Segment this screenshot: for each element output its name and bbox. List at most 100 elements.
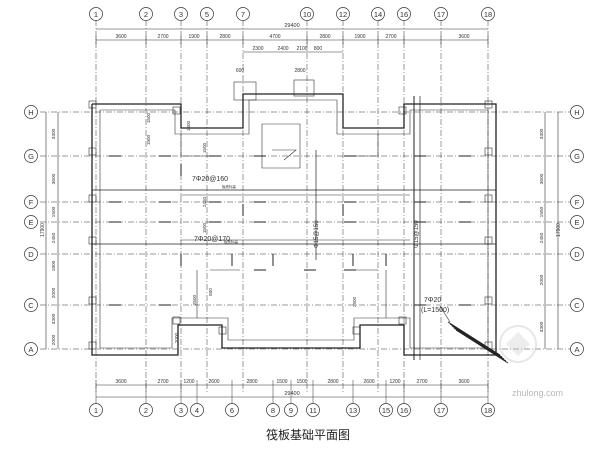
dimension-misc-value: 2450 [202, 196, 207, 207]
rebar-note-170: 7Φ20@170 [194, 236, 230, 243]
grid-bubble-top: 7 [241, 10, 245, 19]
dimension-bottom-value: 3600 [115, 379, 126, 385]
grid-bubble-right-circle [570, 195, 584, 209]
grid-bubble-bottom: 6 [230, 406, 234, 415]
grid-bubble-left: H [28, 108, 33, 117]
vertical-note-2: Φ15@150 [414, 220, 420, 248]
column-block [172, 106, 181, 115]
diagonal-rebar [449, 323, 503, 358]
grid-bubble-bottom-circle [174, 403, 188, 417]
dimension-left-value: 3300 [51, 128, 57, 139]
dimension-right-value: 1550 [539, 206, 545, 217]
dimension-top-value: 2700 [385, 34, 396, 40]
grid-bubble-top: 14 [374, 10, 382, 19]
grid-bubble-top: 10 [303, 10, 311, 19]
grid-bubble-bottom: 2 [144, 406, 148, 415]
grid-bubble-right: C [574, 301, 580, 310]
grid-bubble-bottom: 17 [437, 406, 445, 415]
dimension-left-value: 3600 [51, 173, 57, 184]
grid-bubble-left-circle [24, 215, 38, 229]
grid-bubble-left-circle [24, 195, 38, 209]
grid-bubble-bottom: 16 [400, 406, 408, 415]
grid-bubble-top-circle [200, 7, 214, 21]
grid-bubble-bottom-circle [266, 403, 280, 417]
grid-bubble-top-circle [89, 7, 103, 21]
grid-bubble-left-circle [24, 149, 38, 163]
grid-bubble-right-circle [570, 105, 584, 119]
elevator-pit [233, 81, 257, 101]
rebar-note-170-sub: 板底标高 [224, 239, 238, 244]
stair-arrow [272, 149, 297, 161]
dimension-left-value: 2000 [51, 334, 57, 345]
grid-bubble-right-circle [570, 247, 584, 261]
dimension-bottom-value: 1500 [276, 379, 287, 385]
dimension-top-value-2: 2100 [296, 46, 307, 52]
dimension-top-value: 1900 [188, 34, 199, 40]
grid-bubble-bottom-circle [306, 403, 320, 417]
grid-bubble-right-circle [570, 342, 584, 356]
grid-bubble-right-circle [570, 149, 584, 163]
grid-bubble-top-circle [236, 7, 250, 21]
rebar-note-20: 7Φ20 [424, 297, 441, 304]
dimension-right-value: 3300 [539, 321, 545, 332]
dimension-right-value: 2000 [539, 274, 545, 285]
dimension-left-value: 2000 [51, 287, 57, 298]
vertical-note-1: Φ15@150 [314, 220, 320, 248]
inner-wall [350, 134, 379, 157]
diagonal-rebar [447, 321, 501, 356]
grid-bubble-left: F [29, 198, 34, 207]
dimension-bottom-value: 2800 [246, 379, 257, 385]
dimension-top-value: 3600 [115, 34, 126, 40]
grid-bubble-top-circle [336, 7, 350, 21]
dimension-left-total: 17900 [40, 223, 46, 237]
dimension-top-total: 29400 [284, 23, 299, 29]
grid-bubble-top-circle [397, 7, 411, 21]
grid-bubble-top: 12 [339, 10, 347, 19]
column-block [484, 296, 493, 305]
column-block [398, 316, 407, 325]
grid-bubble-right: H [574, 108, 579, 117]
grid-bubble-bottom: 1 [94, 406, 98, 415]
rebar-note-160-sub: 板底标高 [222, 184, 236, 189]
grid-bubble-top-circle [371, 7, 385, 21]
column-block [484, 147, 493, 156]
dimension-left-value: 1500 [51, 206, 57, 217]
dimension-top-value: 2700 [157, 34, 168, 40]
grid-bubble-top: 1 [94, 10, 98, 19]
dimension-misc-value: 800 [208, 288, 213, 296]
elevator-pit [293, 79, 315, 97]
dimension-bottom-value: 1500 [296, 379, 307, 385]
dimension-right-value: 2450 [539, 232, 545, 243]
grid-bubble-bottom-circle [379, 403, 393, 417]
raft-outline [91, 93, 497, 356]
dimension-top-value-2: 800 [314, 46, 323, 52]
grid-bubble-top-circle [139, 7, 153, 21]
grid-bubble-top: 2 [144, 10, 148, 19]
column-block [172, 316, 181, 325]
dimension-top-value: 2800 [219, 34, 230, 40]
grid-bubble-left: C [28, 301, 34, 310]
rebar-note-length: (L=1500) [421, 307, 449, 314]
column-block [398, 106, 407, 115]
dimension-top-value: 3600 [458, 34, 469, 40]
dimension-misc-value: 1300 [186, 120, 191, 131]
dimension-top-value-2: 2300 [252, 46, 263, 52]
stair-zone [261, 123, 301, 169]
grid-bubble-right-circle [570, 298, 584, 312]
grid-bubble-left: A [28, 345, 33, 354]
grid-bubble-bottom-circle [190, 403, 204, 417]
grid-bubble-top: 5 [205, 10, 209, 19]
grid-bubble-top-circle [434, 7, 448, 21]
dimension-bottom-value: 2600 [363, 379, 374, 385]
grid-bubble-bottom-circle [434, 403, 448, 417]
grid-bubble-top-circle [300, 7, 314, 21]
dimension-left-value: 1800 [51, 260, 57, 271]
dimension-misc-value: 1500 [202, 222, 207, 233]
diagonal-rebar [453, 327, 507, 362]
dimension-misc-value: 1500 [146, 112, 151, 123]
dimension-misc-value: 2500 [192, 294, 197, 305]
grid-bubble-bottom: 15 [382, 406, 390, 415]
watermark-text: zhulong.com [512, 388, 564, 398]
grid-bubble-bottom: 18 [484, 406, 492, 415]
